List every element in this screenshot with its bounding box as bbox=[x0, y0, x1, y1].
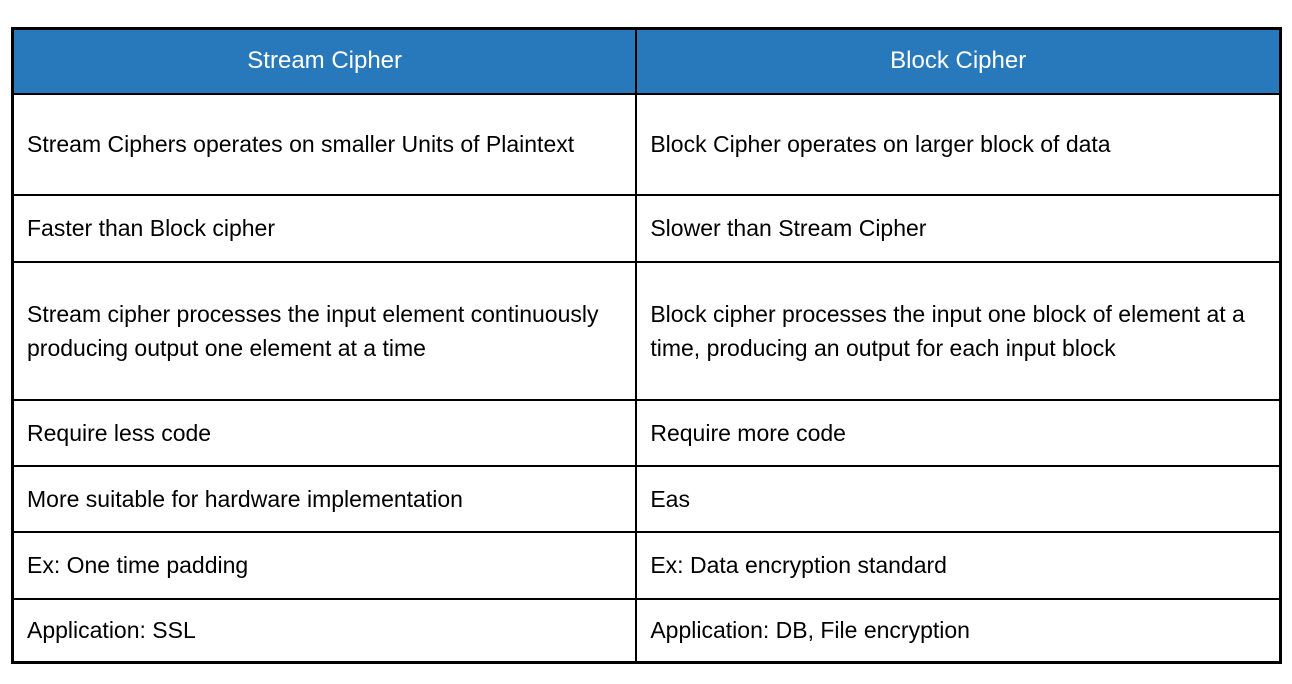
cell-stream-operates: Stream Ciphers operates on smaller Units… bbox=[11, 92, 638, 196]
table-row: More suitable for hardware implementatio… bbox=[11, 464, 1282, 533]
cell-block-speed: Slower than Stream Cipher bbox=[635, 193, 1282, 263]
cell-block-processing: Block cipher processes the input one blo… bbox=[635, 260, 1282, 401]
cipher-comparison-table-container: Stream Cipher Block Cipher Stream Cipher… bbox=[11, 27, 1282, 664]
column-header-block-cipher: Block Cipher bbox=[635, 27, 1282, 95]
cell-stream-code: Require less code bbox=[11, 398, 638, 467]
table-row: Require less code Require more code bbox=[11, 398, 1282, 467]
cell-stream-processing: Stream cipher processes the input elemen… bbox=[11, 260, 638, 401]
cell-block-suitability: Eas bbox=[635, 464, 1282, 533]
table-row: Application: SSL Application: DB, File e… bbox=[11, 597, 1282, 664]
header-row: Stream Cipher Block Cipher bbox=[11, 27, 1282, 95]
cell-stream-application: Application: SSL bbox=[11, 597, 638, 664]
cell-block-application: Application: DB, File encryption bbox=[635, 597, 1282, 664]
table-row: Faster than Block cipher Slower than Str… bbox=[11, 193, 1282, 263]
table-row: Ex: One time padding Ex: Data encryption… bbox=[11, 530, 1282, 600]
cell-block-example: Ex: Data encryption standard bbox=[635, 530, 1282, 600]
table-row: Stream cipher processes the input elemen… bbox=[11, 260, 1282, 401]
cell-block-operates: Block Cipher operates on larger block of… bbox=[635, 92, 1282, 196]
table-row: Stream Ciphers operates on smaller Units… bbox=[11, 92, 1282, 196]
cell-stream-example: Ex: One time padding bbox=[11, 530, 638, 600]
cell-stream-speed: Faster than Block cipher bbox=[11, 193, 638, 263]
cipher-comparison-table: Stream Cipher Block Cipher Stream Cipher… bbox=[11, 27, 1282, 664]
column-header-stream-cipher: Stream Cipher bbox=[11, 27, 638, 95]
cell-stream-suitability: More suitable for hardware implementatio… bbox=[11, 464, 638, 533]
cell-block-code: Require more code bbox=[635, 398, 1282, 467]
